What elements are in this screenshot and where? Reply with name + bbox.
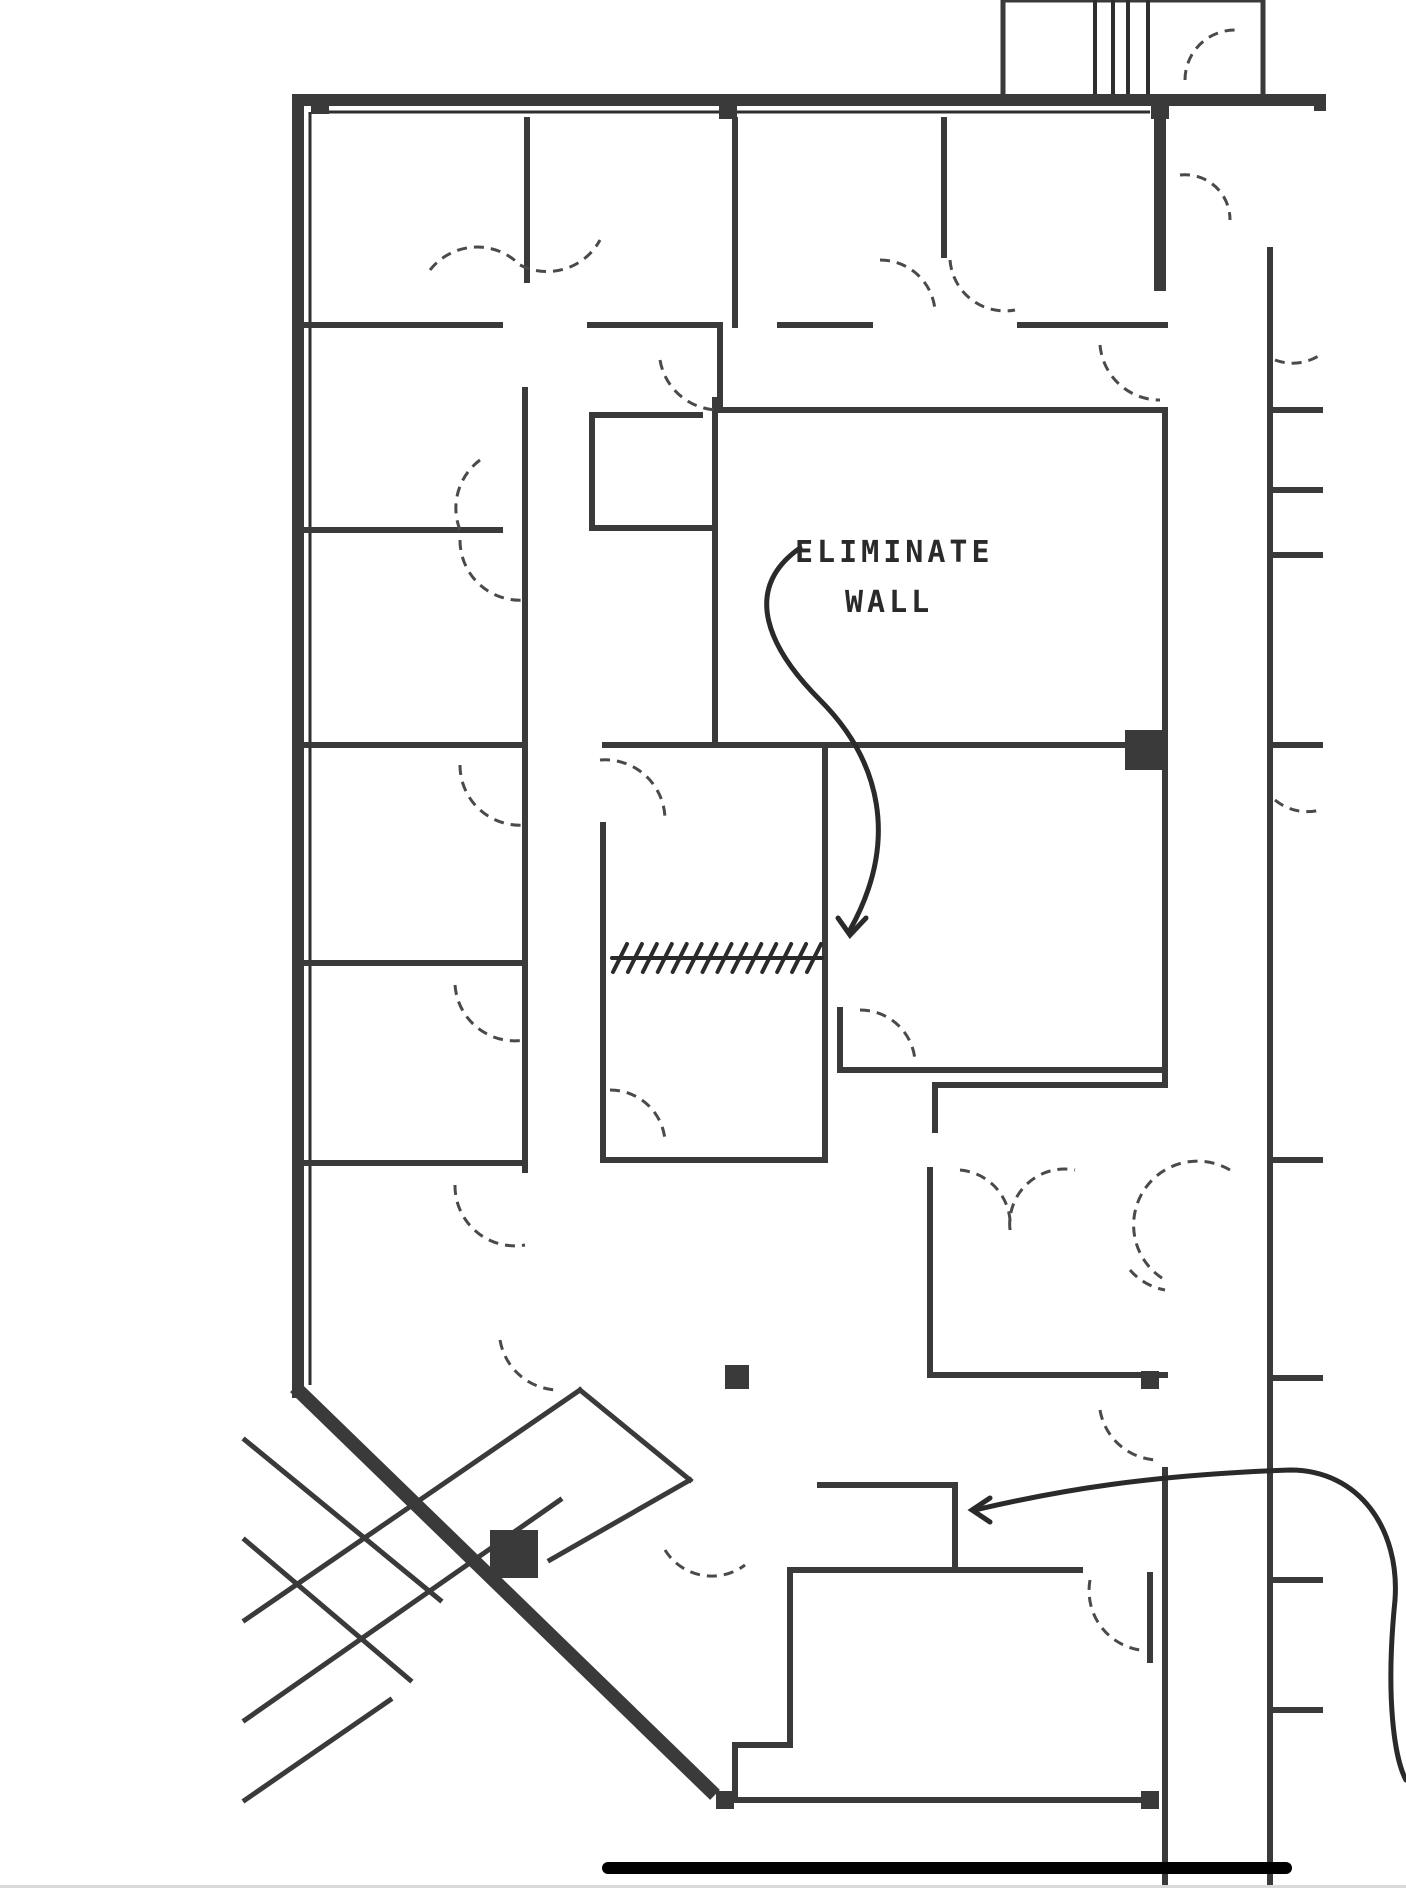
column-square xyxy=(490,1530,538,1578)
door-swing-arc xyxy=(454,458,481,531)
door-swing-arc xyxy=(1098,344,1161,402)
diagonal-wall xyxy=(241,1436,444,1604)
door-swing-arc xyxy=(959,1168,1012,1231)
door-swing-arc xyxy=(599,758,667,821)
hatch-tick xyxy=(625,942,644,974)
hatched-wall-to-eliminate xyxy=(610,942,824,974)
door-swing-arc xyxy=(458,539,526,602)
hatch-tick xyxy=(745,942,764,974)
hatch-tick xyxy=(670,942,689,974)
wall-junction xyxy=(719,101,737,119)
stair-block xyxy=(1000,0,1266,103)
hatch-tick xyxy=(805,942,823,974)
door-swing-arc xyxy=(1098,1409,1161,1462)
bottom-arrowhead xyxy=(967,1495,993,1525)
door-swing-arc xyxy=(658,359,721,412)
door-swing-arc xyxy=(498,1339,561,1392)
door-swing-arc xyxy=(879,258,937,311)
eliminate-wall-arrow xyxy=(764,545,881,933)
diagonal-wall xyxy=(241,1536,414,1684)
door-swing-arc xyxy=(663,1549,746,1578)
wall-junction xyxy=(311,96,329,114)
column-square xyxy=(1125,730,1165,770)
wall-junction xyxy=(1141,1371,1159,1389)
door-swing-arc xyxy=(519,239,602,273)
diagonal-wall xyxy=(576,1386,694,1484)
diagonal-walls xyxy=(241,1382,720,1804)
door-swing-arc xyxy=(1274,353,1321,365)
annotation-arrows xyxy=(764,545,1406,1783)
door-swing-arc xyxy=(859,1008,917,1061)
bottom-annotation-arrow xyxy=(972,1467,1406,1783)
wall-junction xyxy=(716,1791,734,1809)
door-swing-arc xyxy=(453,1184,526,1248)
door-swing-arc xyxy=(948,259,1016,313)
hatch-tick xyxy=(775,942,794,974)
bottom-edge-divider xyxy=(0,1885,1406,1888)
door-swing-arc xyxy=(1087,1579,1141,1652)
diagonal-wall xyxy=(546,1476,694,1564)
hatch-tick xyxy=(685,942,704,974)
hatch-tick xyxy=(640,942,659,974)
structural-columns xyxy=(311,96,1169,1809)
hatch-tick xyxy=(700,942,719,974)
door-swings xyxy=(428,28,1321,1652)
home-indicator-bar[interactable] xyxy=(602,1862,1292,1874)
door-swing-arc xyxy=(458,764,526,827)
stair-outline xyxy=(1000,0,1266,103)
annotation-eliminate-line2: WALL xyxy=(845,585,933,620)
hatch-tick xyxy=(760,942,779,974)
hatch-tick xyxy=(611,942,629,974)
hatch-tick xyxy=(790,942,809,974)
door-swing-arc xyxy=(1179,173,1232,221)
hatch-tick xyxy=(655,942,674,974)
column-square xyxy=(725,1365,749,1389)
wall-junction xyxy=(1151,101,1169,119)
diagonal-wall xyxy=(290,1382,720,1800)
hatch-tick xyxy=(715,942,734,974)
door-swing-arc xyxy=(1128,1268,1166,1292)
diagonal-wall xyxy=(241,1696,394,1804)
hatch-tick xyxy=(730,942,749,974)
interior-walls xyxy=(304,117,1323,1888)
door-swing-arc xyxy=(1132,1159,1231,1282)
door-swing-arc xyxy=(1183,28,1236,81)
wall-junction xyxy=(1141,1791,1159,1809)
door-swing-arc xyxy=(1008,1167,1076,1231)
diagonal-wall xyxy=(241,1386,584,1624)
door-swing-arc xyxy=(1274,798,1321,814)
door-swing-arc xyxy=(453,984,526,1043)
annotation-eliminate-line1: ELIMINATE xyxy=(795,535,994,570)
door-swing-arc xyxy=(609,1088,667,1141)
door-swing-arc xyxy=(428,245,522,271)
eliminate-arrowhead xyxy=(835,915,869,939)
